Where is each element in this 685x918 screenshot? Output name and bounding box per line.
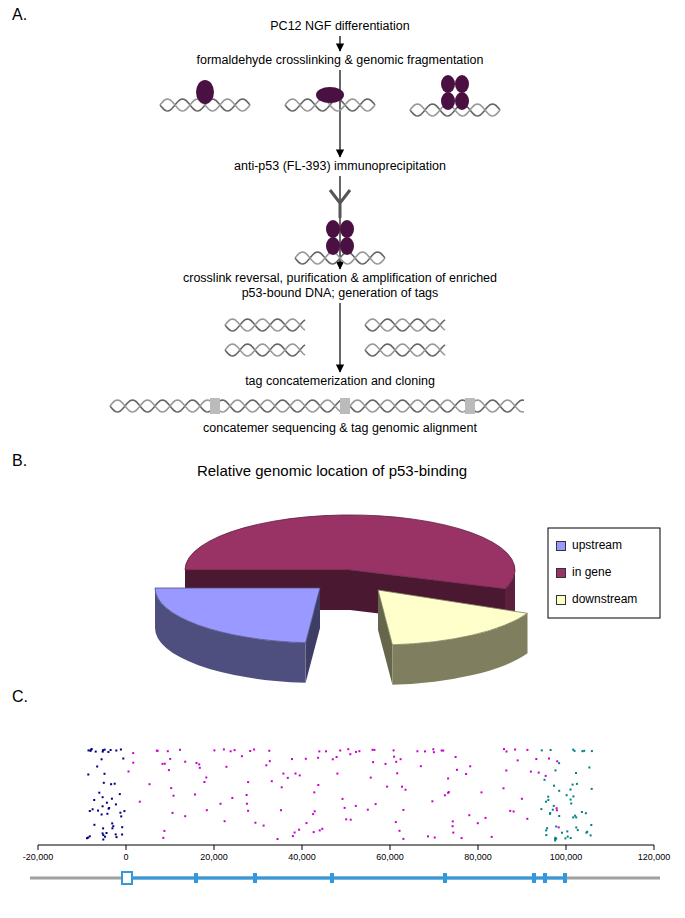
process-step: tag concatemerization and cloning xyxy=(242,373,438,390)
legend-text: in gene xyxy=(572,565,611,579)
dna-helix xyxy=(295,252,385,264)
legend-text: upstream xyxy=(572,538,622,552)
protein xyxy=(340,220,354,238)
flow-arrow xyxy=(339,303,340,372)
axis-tick-label: 100,000 xyxy=(550,852,583,862)
panel-letter: B. xyxy=(12,452,27,470)
flow-arrow xyxy=(339,36,340,51)
legend-swatch xyxy=(556,568,566,578)
process-step: concatemer sequencing & tag genomic alig… xyxy=(200,420,480,437)
axis-tick-label: 0 xyxy=(123,852,128,862)
axis-tick-label: 80,000 xyxy=(464,852,492,862)
dna-helix xyxy=(225,319,305,331)
gene-model xyxy=(123,877,566,880)
protein xyxy=(316,87,344,103)
protein xyxy=(326,220,340,238)
dna-helix xyxy=(365,319,445,331)
step-text: tag concatemerization and cloning xyxy=(245,374,435,388)
legend-swatch xyxy=(556,595,566,605)
process-step: anti-p53 (FL-393) immunoprecipitation xyxy=(231,158,449,175)
axis-tick-label: -20,000 xyxy=(23,852,54,862)
axis-ticks xyxy=(38,845,654,850)
protein xyxy=(455,75,469,93)
dna-helix xyxy=(225,344,305,356)
pie-chart xyxy=(155,515,528,685)
axis-tick-label: 120,000 xyxy=(638,852,671,862)
step-text: anti-p53 (FL-393) immunoprecipitation xyxy=(234,159,446,173)
dna-helix xyxy=(365,344,445,356)
axis-tick-label: 60,000 xyxy=(376,852,404,862)
axis-tick-label: 20,000 xyxy=(200,852,228,862)
step-text: crosslink reversal, purification & ampli… xyxy=(183,271,497,300)
tag-marker xyxy=(340,398,350,414)
exons xyxy=(122,872,567,884)
legend-swatch xyxy=(556,541,566,551)
panel-letter: C. xyxy=(12,688,28,706)
dna-helix xyxy=(410,104,500,116)
protein xyxy=(326,237,340,255)
protein xyxy=(340,237,354,255)
protein xyxy=(455,92,469,110)
tag-marker xyxy=(465,398,475,414)
legend-frame xyxy=(548,528,660,618)
protein xyxy=(441,92,455,110)
protein xyxy=(196,80,214,104)
step-text: concatemer sequencing & tag genomic alig… xyxy=(203,421,477,435)
process-step: formaldehyde crosslinking & genomic frag… xyxy=(194,52,487,69)
process-step: PC12 NGF differentiation xyxy=(267,18,412,35)
process-step: crosslink reversal, purification & ampli… xyxy=(175,270,505,302)
step-text: PC12 NGF differentiation xyxy=(270,19,409,33)
dna-helix xyxy=(110,400,524,412)
antibody xyxy=(330,190,350,218)
flow-arrow xyxy=(339,176,340,269)
flow-arrow xyxy=(339,70,340,157)
x-axis xyxy=(38,845,654,846)
protein xyxy=(441,75,455,93)
tag-marker xyxy=(210,398,220,414)
axis-tick-label: 40,000 xyxy=(288,852,316,862)
scatter-dots xyxy=(86,748,593,841)
panel-letter: A. xyxy=(12,6,27,24)
step-text: formaldehyde crosslinking & genomic frag… xyxy=(197,53,484,67)
chart-title: Relative genomic location of p53-binding xyxy=(197,462,467,479)
legend-text: downstream xyxy=(572,592,637,606)
